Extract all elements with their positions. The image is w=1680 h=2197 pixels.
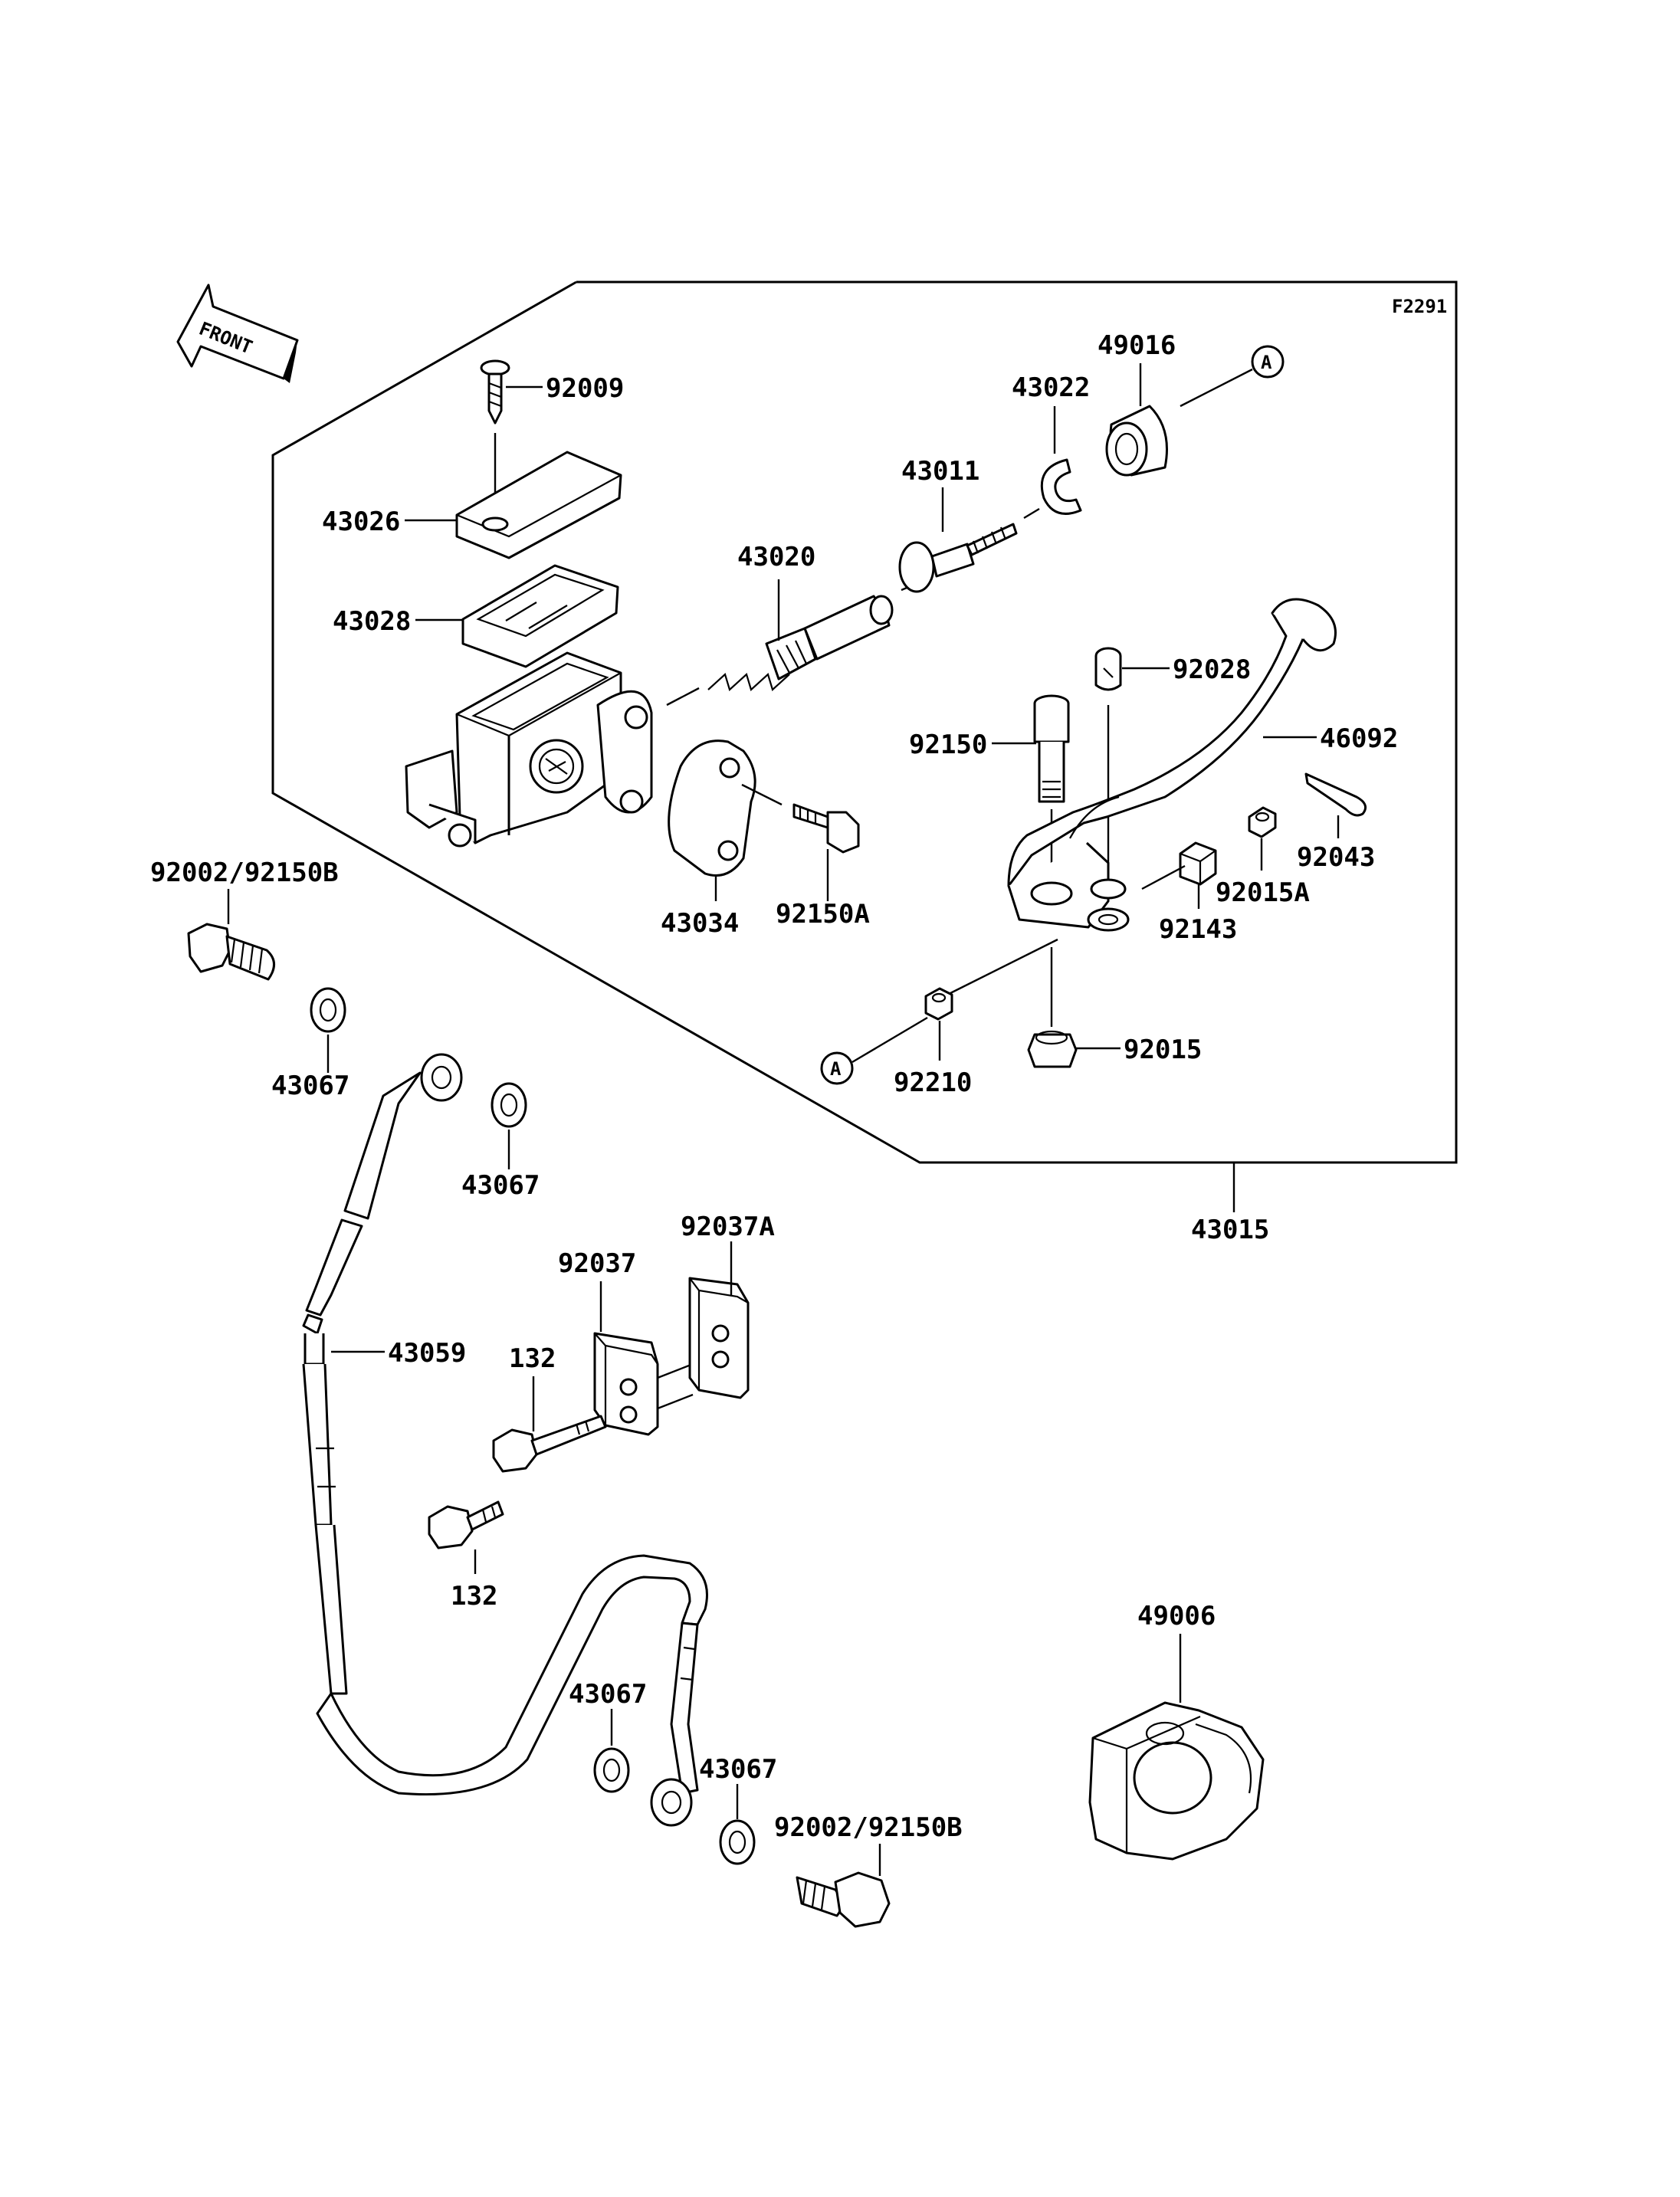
cotter-pin-92043 xyxy=(1304,772,1367,817)
label-43028: 43028 xyxy=(333,606,411,637)
label-92037: 92037 xyxy=(558,1248,636,1279)
label-92015: 92015 xyxy=(1124,1035,1202,1065)
lever-46092 xyxy=(1007,598,1337,929)
master-cylinder-body xyxy=(405,651,653,848)
washer-43067-b xyxy=(491,1082,527,1128)
washer-43067-c xyxy=(593,1747,630,1793)
washer-43067-a xyxy=(310,987,346,1033)
label-43067-b: 43067 xyxy=(461,1170,540,1201)
figure-code: F2291 xyxy=(1392,296,1447,317)
reservoir-cap-43026 xyxy=(455,451,622,559)
label-132-lower: 132 xyxy=(451,1581,497,1612)
label-43015: 43015 xyxy=(1191,1215,1269,1245)
label-92037a: 92037A xyxy=(681,1212,775,1242)
pivot-bolt-92150 xyxy=(1033,694,1070,803)
clamp-43034 xyxy=(668,739,756,877)
front-arrow-icon: FRONT xyxy=(176,284,299,383)
washer-43067-d xyxy=(719,1819,756,1865)
ref-marker-a-bottom: A xyxy=(820,1051,854,1085)
banjo-bolt-bottom xyxy=(796,1871,891,1928)
block-92143 xyxy=(1179,841,1217,886)
label-49016: 49016 xyxy=(1098,330,1176,361)
label-43059: 43059 xyxy=(388,1338,466,1369)
label-92143: 92143 xyxy=(1159,914,1237,945)
label-92028: 92028 xyxy=(1173,654,1251,685)
label-132-upper: 132 xyxy=(509,1343,556,1374)
clamp-92037a xyxy=(688,1277,750,1399)
label-92015a: 92015A xyxy=(1216,877,1310,908)
label-43067-a: 43067 xyxy=(271,1071,349,1101)
adjuster-92028 xyxy=(1094,647,1122,691)
brake-hose-43059 xyxy=(302,1053,708,1827)
label-92002-92150b-bottom: 92002/92150B xyxy=(774,1812,963,1843)
label-92002-92150b-top: 92002/92150B xyxy=(150,857,339,888)
spring-and-piston-43020 xyxy=(707,595,894,691)
banjo-bolt-top xyxy=(187,923,275,981)
nut-92210 xyxy=(924,987,953,1021)
bolt-132-upper xyxy=(492,1415,607,1473)
label-43067-c: 43067 xyxy=(569,1679,647,1710)
svg-text:A: A xyxy=(1261,352,1272,373)
bolt-132-lower xyxy=(428,1500,504,1549)
label-43067-d: 43067 xyxy=(699,1754,777,1785)
boot-49016 xyxy=(1105,405,1168,477)
nut-92015 xyxy=(1027,1030,1078,1068)
bolt-92150a xyxy=(792,803,860,854)
washer-lever xyxy=(1087,907,1130,932)
label-43034: 43034 xyxy=(661,908,739,939)
label-92150: 92150 xyxy=(909,730,987,760)
label-92043: 92043 xyxy=(1297,842,1375,873)
ref-marker-a-top: A xyxy=(1251,345,1285,379)
label-43022: 43022 xyxy=(1012,372,1090,403)
clamp-49006 xyxy=(1088,1701,1265,1861)
push-rod-43011 xyxy=(898,523,1018,593)
label-92150a: 92150A xyxy=(776,899,870,930)
diaphragm-43028 xyxy=(461,564,619,668)
label-43026: 43026 xyxy=(322,507,400,537)
screw-92009 xyxy=(480,359,510,425)
nut-92015a xyxy=(1248,806,1277,838)
label-46092: 46092 xyxy=(1320,723,1398,754)
label-92009: 92009 xyxy=(546,373,624,404)
clamp-92037 xyxy=(593,1332,659,1436)
svg-text:A: A xyxy=(830,1058,842,1080)
label-43020: 43020 xyxy=(737,542,815,572)
label-43011: 43011 xyxy=(901,456,979,487)
assembly-frame xyxy=(271,280,1458,1164)
label-92210: 92210 xyxy=(894,1067,972,1098)
label-49006: 49006 xyxy=(1137,1601,1216,1631)
circlip-43022 xyxy=(1040,458,1082,515)
